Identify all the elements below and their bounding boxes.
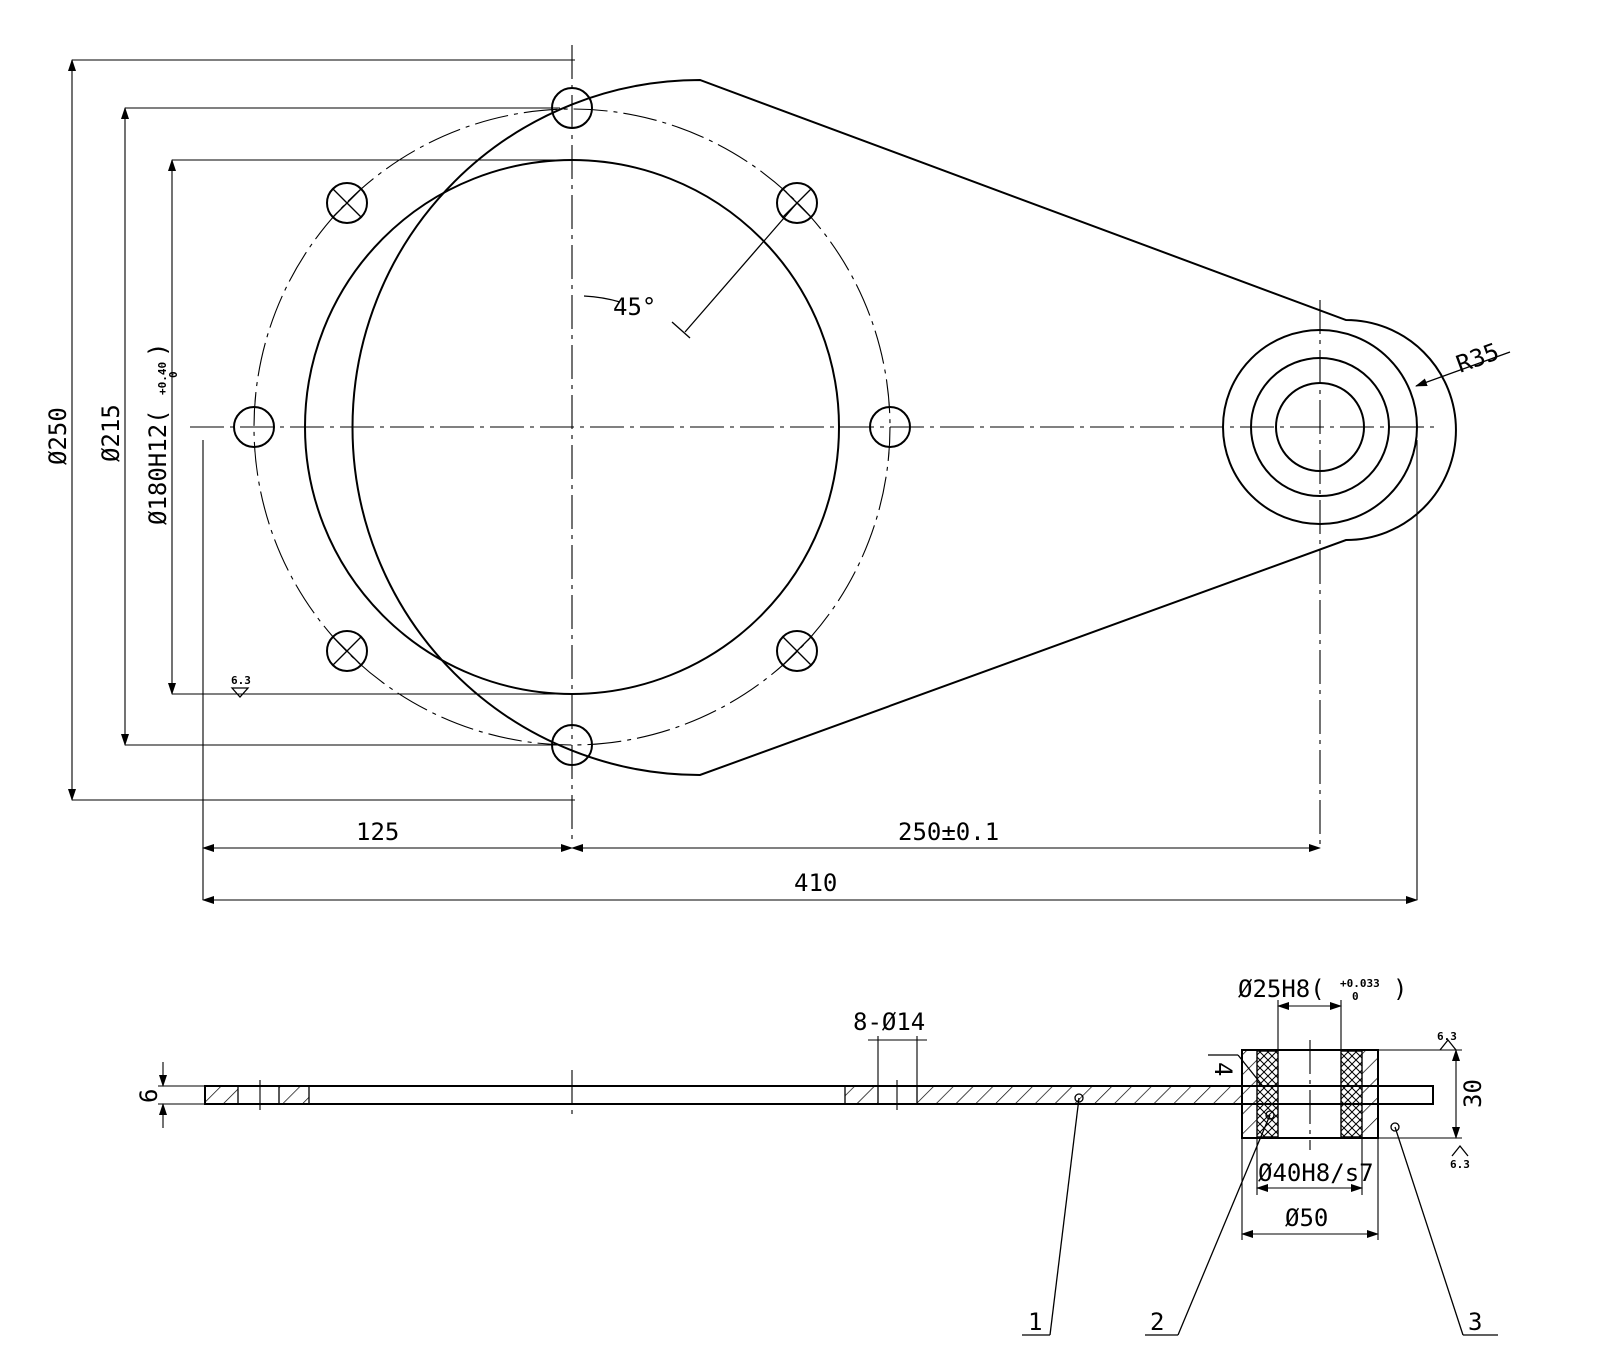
plan-view: 45° R35 Ø250 Ø215 Ø180H12( +0.40 0 )	[44, 45, 1511, 904]
dim-hub-outer: Ø50	[1241, 1138, 1379, 1240]
bolt-hole	[776, 630, 818, 672]
roughness-symbol: 6.3	[230, 674, 251, 698]
weld-symbol: 4	[1208, 1054, 1263, 1086]
svg-text:Ø180H12(: Ø180H12(	[144, 409, 172, 525]
bolt-hole	[326, 630, 368, 672]
svg-text:30: 30	[1459, 1079, 1487, 1108]
bushing-right	[1340, 1050, 1363, 1138]
hatch-right	[917, 1087, 1242, 1103]
hub-section	[1241, 1040, 1379, 1150]
dim-left: 125	[202, 818, 573, 852]
svg-text:4: 4	[1209, 1062, 1237, 1076]
section-view: 6 8-Ø14 Ø25H8( +0.033 0 ) 30	[135, 975, 1498, 1336]
part-label-2: 2	[1145, 1110, 1275, 1336]
svg-text:125: 125	[356, 818, 399, 846]
svg-text:Ø40H8/s7: Ø40H8/s7	[1258, 1159, 1374, 1187]
dim-hub-bore: Ø25H8( +0.033 0 )	[1238, 975, 1407, 1050]
hub-hatch-left	[1243, 1051, 1257, 1137]
svg-text:Ø215: Ø215	[97, 404, 125, 462]
roughness-bottom: 6.3	[1450, 1144, 1470, 1171]
roughness-top: 6.3	[1437, 1030, 1457, 1051]
svg-text:2: 2	[1150, 1308, 1164, 1336]
svg-text:250±0.1: 250±0.1	[898, 818, 999, 846]
svg-text:Ø25H8(: Ø25H8(	[1238, 975, 1325, 1003]
dim-hub-height: 30	[1378, 1049, 1487, 1139]
dim-bolt-circle: Ø215	[97, 107, 560, 746]
plate-outline	[351, 78, 1457, 777]
part-label-3: 3	[1390, 1122, 1498, 1336]
svg-text:+0.40: +0.40	[156, 362, 169, 395]
bolt-hole	[326, 182, 368, 224]
svg-text:Ø250: Ø250	[44, 407, 72, 465]
dim-overall: 410	[202, 869, 1418, 904]
bushing-left	[1256, 1050, 1279, 1138]
hatch-left-1	[205, 1087, 238, 1103]
svg-text:0: 0	[167, 371, 180, 378]
dim-outer-diameter: Ø250	[44, 59, 575, 801]
angle-label: 45°	[613, 293, 656, 321]
dim-thickness: 6	[135, 1062, 205, 1128]
hatch-left-2	[279, 1087, 309, 1103]
hub-hatch-right	[1362, 1051, 1377, 1137]
svg-text:): )	[144, 343, 172, 357]
dim-holes: 8-Ø14	[853, 1008, 927, 1086]
svg-text:410: 410	[794, 869, 837, 897]
part-label-1: 1	[1022, 1093, 1084, 1336]
svg-text:): )	[1393, 975, 1407, 1003]
radius-leader	[1415, 351, 1511, 387]
svg-text:6.3: 6.3	[1450, 1158, 1470, 1171]
svg-text:Ø50: Ø50	[1285, 1204, 1328, 1232]
svg-text:3: 3	[1468, 1308, 1482, 1336]
hatch-middle	[845, 1087, 878, 1103]
svg-text:6.3: 6.3	[231, 674, 251, 687]
svg-text:8-Ø14: 8-Ø14	[853, 1008, 925, 1036]
svg-text:6.3: 6.3	[1437, 1030, 1457, 1043]
svg-text:1: 1	[1028, 1308, 1042, 1336]
angle-leader	[684, 202, 798, 333]
svg-text:+0.033: +0.033	[1340, 977, 1380, 990]
angle-leader-tail	[671, 321, 691, 339]
svg-text:0: 0	[1352, 990, 1359, 1003]
radius-label: R35	[1452, 337, 1502, 378]
angle-arc	[583, 295, 621, 303]
dim-bore: Ø180H12( +0.40 0 )	[144, 159, 572, 695]
dim-center-distance: 250±0.1	[571, 818, 1321, 852]
dim-hub-fit: Ø40H8/s7	[1256, 1138, 1374, 1195]
svg-text:6: 6	[135, 1089, 163, 1103]
